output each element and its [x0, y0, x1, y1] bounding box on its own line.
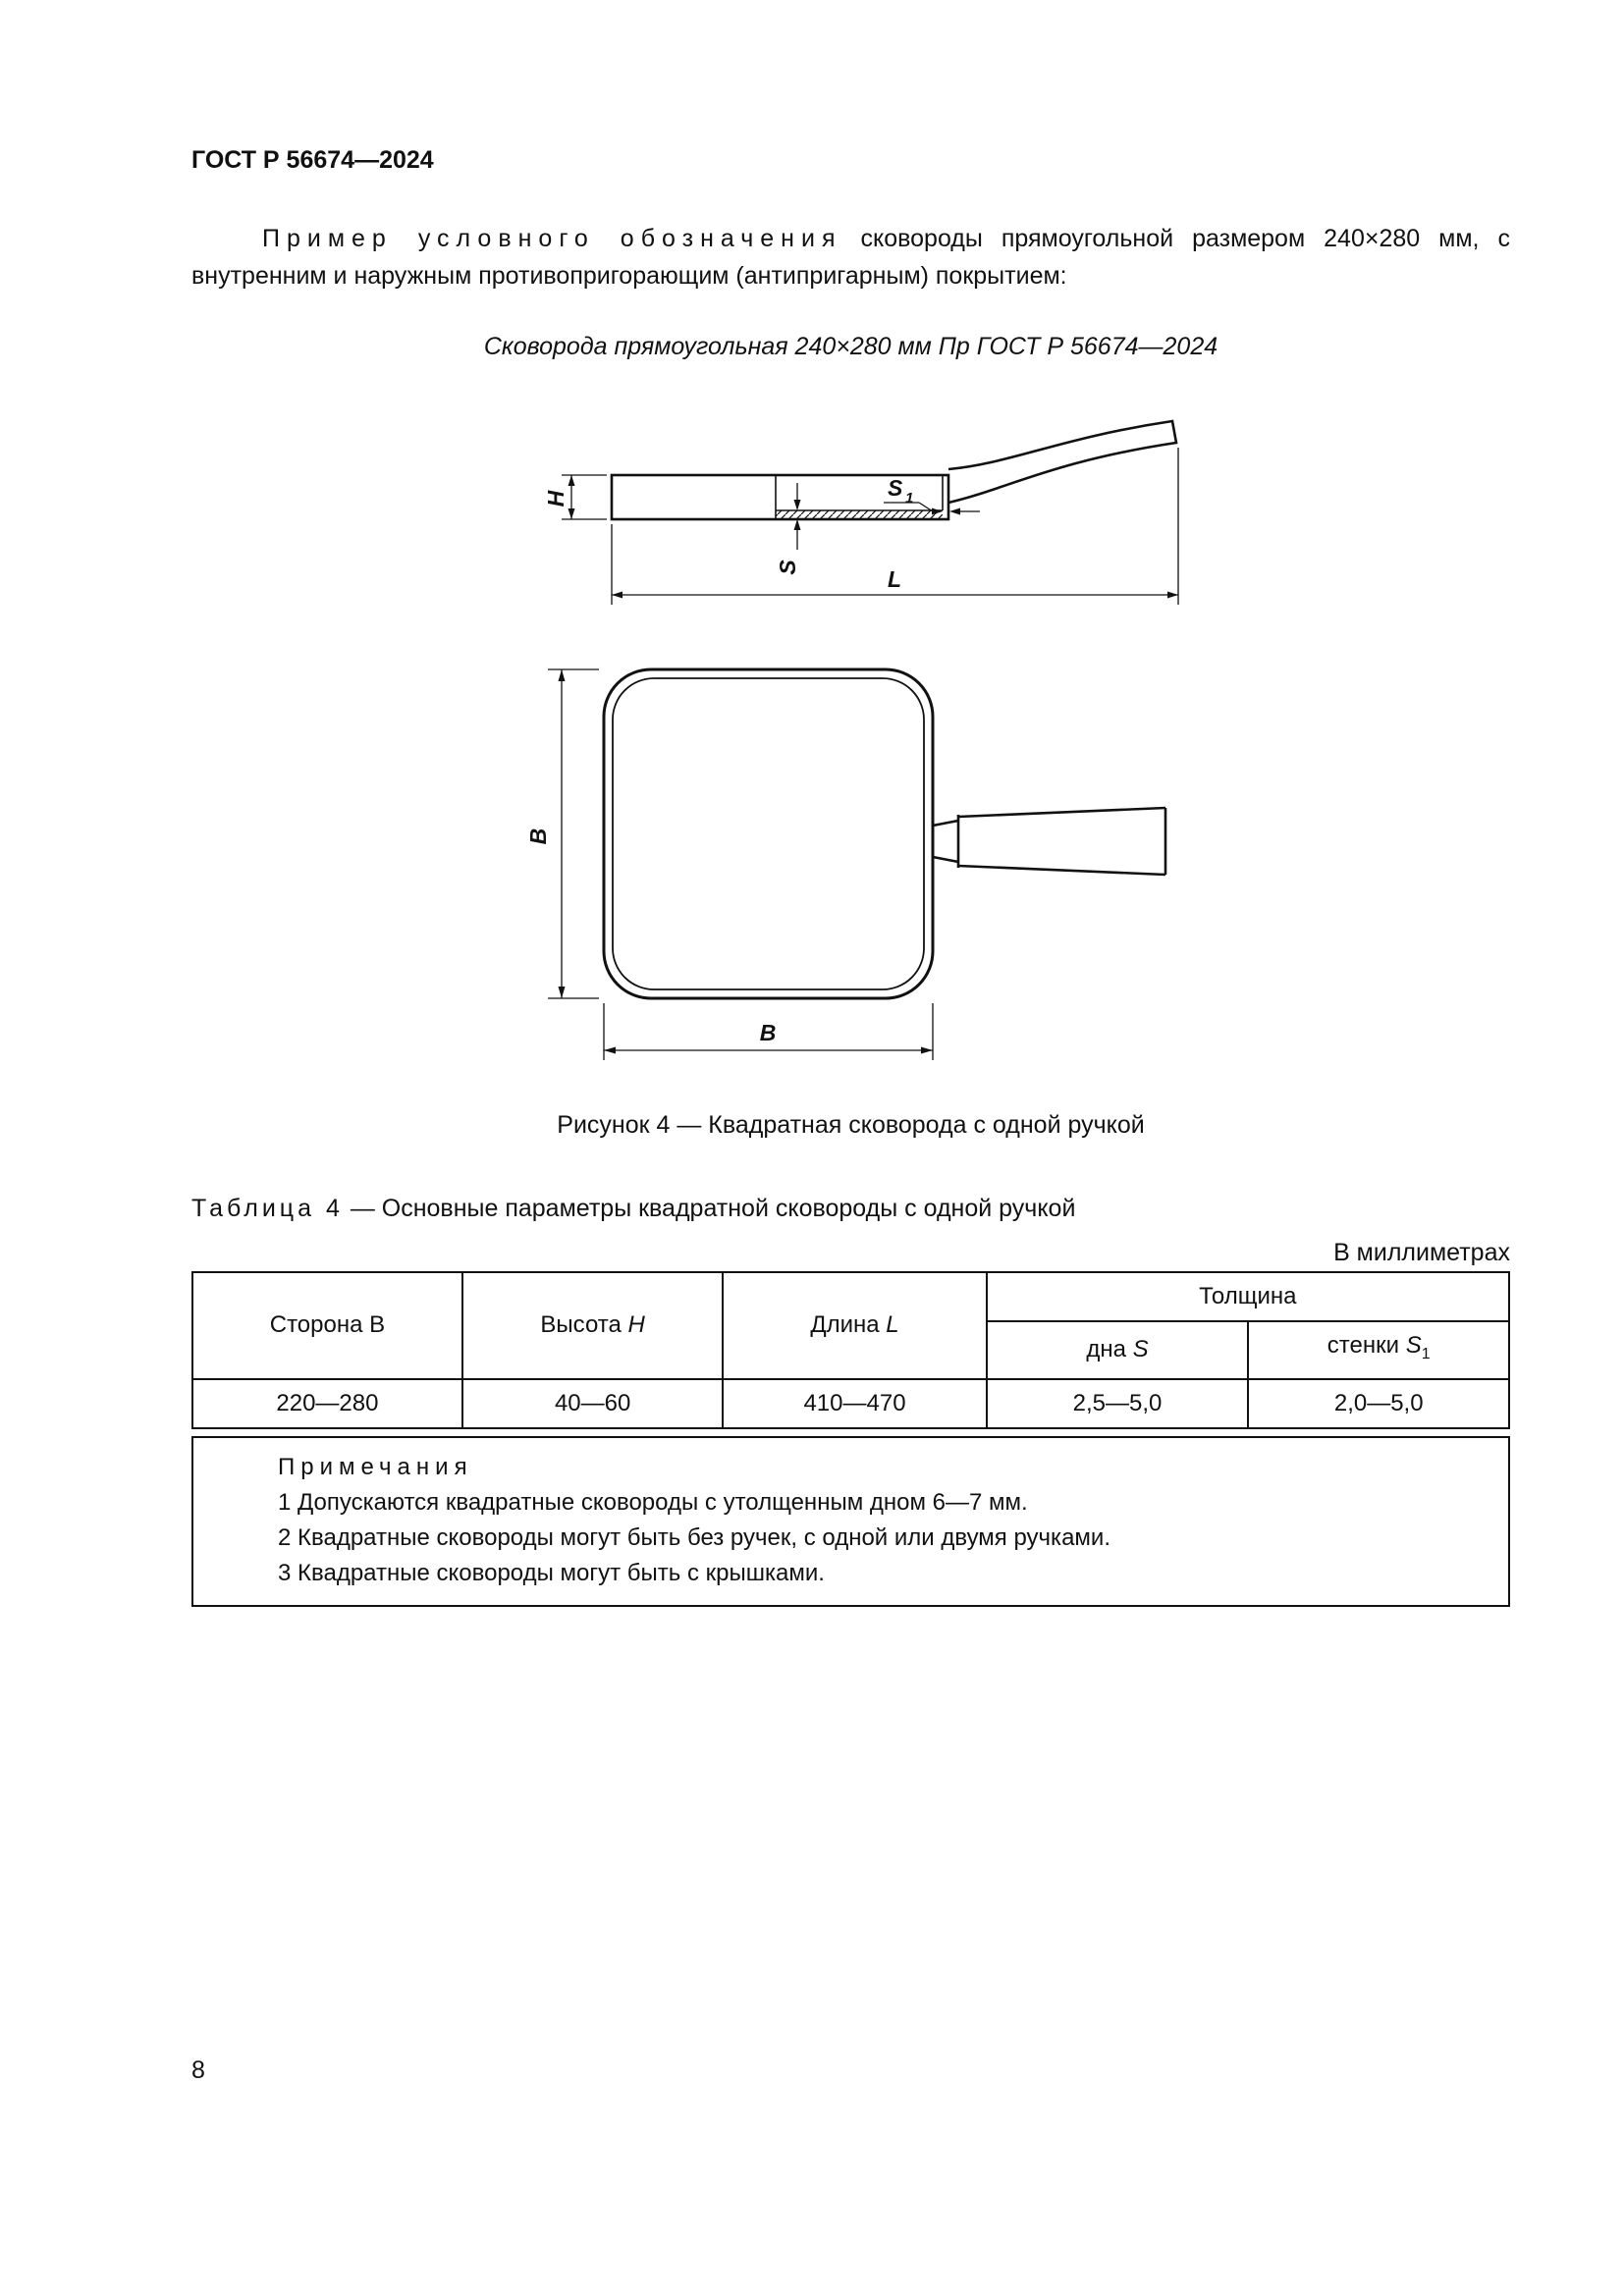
figure-drawings: H S S 1 L [191, 412, 1510, 1095]
page-number: 8 [191, 2056, 205, 2084]
col-header-wall-thickness: стенки S1 [1247, 1320, 1510, 1380]
col-header-wall-symbol: S [1405, 1332, 1422, 1359]
document-header: ГОСТ Р 56674—2024 [191, 146, 434, 174]
table-title: Таблица 4 — Основные параметры квадратно… [191, 1193, 1510, 1224]
col-header-side-label: Сторона В [269, 1311, 386, 1339]
table-title-text: — Основные параметры квадратной сковород… [350, 1195, 1076, 1222]
note-item-1: 1 Допускаются квадратные сковороды с уто… [278, 1488, 1028, 1516]
cell-wall-thickness: 2,0—5,0 [1247, 1377, 1510, 1429]
col-header-length-symbol: L [886, 1311, 899, 1339]
col-header-length-label: Длина [810, 1311, 887, 1339]
table-notes: Примечания 1 Допускаются квадратные сков… [191, 1435, 1510, 1607]
table-header-row-1: Сторона В Высота H Длина L Толщина [191, 1271, 1511, 1380]
dim-label-S1: S [888, 475, 903, 501]
table-data-row: 220—280 40—60 410—470 2,5—5,0 2,0—5,0 [191, 1377, 1510, 1429]
col-header-wall-label: стенки [1326, 1332, 1406, 1359]
pan-side-view-drawing: H S S 1 L [543, 419, 1179, 605]
example-intro-paragraph: Пример условного обозначения сковороды п… [191, 220, 1510, 294]
dim-label-S: S [775, 560, 800, 575]
col-header-thickness-group: Толщина [985, 1271, 1511, 1322]
pan-top-view-drawing: B B [525, 667, 1167, 1060]
col-header-height-symbol: H [627, 1311, 645, 1339]
parameters-table: Сторона В Высота H Длина L Толщина дна S… [191, 1271, 1511, 1429]
cell-side: 220—280 [191, 1377, 463, 1429]
col-header-side: Сторона В [191, 1271, 463, 1380]
cell-length: 410—470 [722, 1377, 988, 1429]
col-header-height-label: Высота [540, 1311, 628, 1339]
cell-height: 40—60 [460, 1377, 725, 1429]
table-title-number: Таблица 4 [191, 1195, 344, 1222]
note-item-3: 3 Квадратные сковороды могут быть с крыш… [278, 1559, 825, 1586]
table-header-row-2: дна S стенки S1 [192, 1320, 1510, 1380]
col-header-bottom-thickness: дна S [985, 1320, 1250, 1380]
units-label: В миллиметрах [1333, 1239, 1510, 1266]
col-header-height: Высота H [460, 1271, 725, 1380]
col-header-wall-subscript: 1 [1421, 1345, 1431, 1362]
col-header-length: Длина L [722, 1271, 988, 1380]
dim-label-B-horizontal: B [760, 1020, 777, 1045]
col-header-bottom-label: дна [1086, 1336, 1133, 1363]
page-content: ГОСТ Р 56674—2024 Пример условного обозн… [191, 146, 1511, 1607]
dim-label-B-vertical: B [525, 828, 551, 845]
dim-label-H: H [543, 490, 568, 507]
note-item-2: 2 Квадратные сковороды могут быть без ру… [278, 1523, 1111, 1551]
figure-caption: Рисунок 4 — Квадратная сковорода с одной… [557, 1111, 1145, 1139]
designation-line: Сковорода прямоугольная 240×280 мм Пр ГО… [483, 333, 1218, 360]
cell-bottom-thickness: 2,5—5,0 [985, 1377, 1250, 1429]
notes-title: Примечания [278, 1453, 473, 1480]
dim-label-L: L [888, 566, 901, 592]
example-intro-rest: сковороды прямоугольной размером 240×280… [191, 225, 1510, 290]
dim-label-S1-subscript: 1 [905, 490, 913, 507]
example-intro-spaced: Пример условного обозначения [262, 225, 842, 252]
col-header-bottom-symbol: S [1132, 1336, 1149, 1363]
